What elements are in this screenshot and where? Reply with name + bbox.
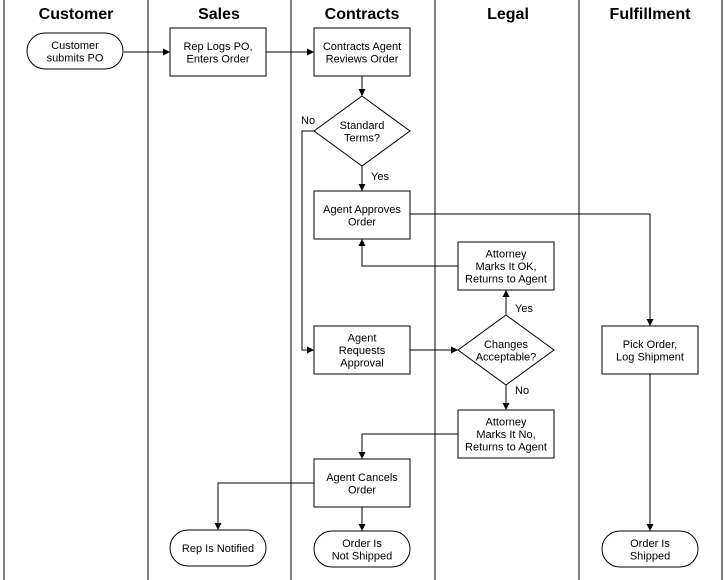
node-text-line: Contracts Agent bbox=[323, 41, 401, 53]
node-text-line: Shipped bbox=[630, 550, 670, 562]
terminator-shape bbox=[169, 529, 267, 567]
node-text-line: Not Shipped bbox=[332, 550, 393, 562]
node-text-line: Log Shipment bbox=[616, 351, 684, 363]
node-text-line: Order Is bbox=[342, 538, 382, 550]
node-text-line: Rep Is Notified bbox=[182, 543, 254, 555]
node-text-line: Acceptable? bbox=[476, 351, 537, 363]
lane-title-sales: Sales bbox=[198, 6, 240, 23]
process-shape bbox=[313, 325, 411, 375]
node-text-line: Rep Logs PO, bbox=[183, 41, 252, 53]
node-text-line: Order bbox=[348, 216, 376, 228]
lane-title-customer: Customer bbox=[39, 6, 114, 23]
edge-label-yes: Yes bbox=[371, 171, 389, 183]
node-text-line: Customer bbox=[51, 40, 99, 52]
process-shape bbox=[313, 458, 411, 508]
edges-layer bbox=[124, 48, 654, 531]
process-shape bbox=[457, 241, 555, 291]
node-text-line: Pick Order, bbox=[623, 339, 677, 351]
decision-shape bbox=[313, 95, 411, 167]
terminator-shape bbox=[313, 530, 411, 568]
node-text-line: Marks It OK, bbox=[475, 261, 536, 273]
node-text-line: Reviews Order bbox=[326, 53, 399, 65]
node-text-line: Approval bbox=[340, 358, 383, 370]
node-text-line: Requests bbox=[339, 345, 386, 357]
node-text-line: Terms? bbox=[344, 132, 380, 144]
node-text-line: Enters Order bbox=[187, 53, 250, 65]
process-shape bbox=[601, 325, 699, 375]
edge-label-no: No bbox=[515, 385, 529, 397]
edge-agent-approves-order-to-pick-order bbox=[410, 213, 654, 326]
node-text-line: submits PO bbox=[47, 52, 104, 64]
edge-agent-cancels-order-to-rep-is-notified bbox=[214, 482, 314, 530]
edge-label-no: No bbox=[301, 115, 315, 127]
node-text-line: Attorney bbox=[486, 417, 527, 429]
node-text-line: Order bbox=[348, 484, 376, 496]
lane-title-legal: Legal bbox=[487, 6, 529, 23]
node-text-line: Agent Cancels bbox=[326, 472, 398, 484]
node-text-line: Changes bbox=[484, 339, 529, 351]
node-rep-is-notified: Rep Is Notified bbox=[169, 529, 267, 567]
node-text-line: Standard bbox=[340, 120, 385, 132]
node-text-line: Agent bbox=[348, 333, 377, 345]
lane-title-fulfillment: Fulfillment bbox=[610, 6, 692, 23]
node-text-line: Returns to Agent bbox=[465, 442, 547, 454]
node-text-line: Attorney bbox=[486, 249, 527, 261]
lane-title-contracts: Contracts bbox=[325, 6, 400, 23]
node-text-line: Order Is bbox=[630, 538, 670, 550]
process-shape bbox=[169, 27, 267, 77]
process-shape bbox=[313, 27, 411, 77]
process-shape bbox=[313, 190, 411, 240]
edge-attorney-marks-no-to-agent-cancels-order bbox=[358, 433, 458, 459]
node-text-line: Returns to Agent bbox=[465, 274, 547, 286]
decision-shape bbox=[457, 314, 555, 386]
node-rep-logs-po: Rep Logs PO,Enters Order bbox=[169, 27, 267, 77]
node-text-line: Marks It No, bbox=[476, 429, 535, 441]
node-pick-order: Pick Order,Log Shipment bbox=[601, 325, 699, 375]
lanes-layer: Customer Sales Contracts Legal Fulfillment bbox=[3, 0, 723, 580]
edge-standard-terms-to-agent-requests-approval bbox=[301, 130, 314, 354]
terminator-shape bbox=[601, 530, 699, 568]
terminator-shape bbox=[26, 32, 124, 70]
edge-label-yes: Yes bbox=[515, 303, 533, 315]
edge-attorney-marks-ok-to-agent-approves-order bbox=[358, 239, 458, 267]
node-text-line: Agent Approves bbox=[323, 204, 401, 216]
process-shape bbox=[457, 409, 555, 459]
